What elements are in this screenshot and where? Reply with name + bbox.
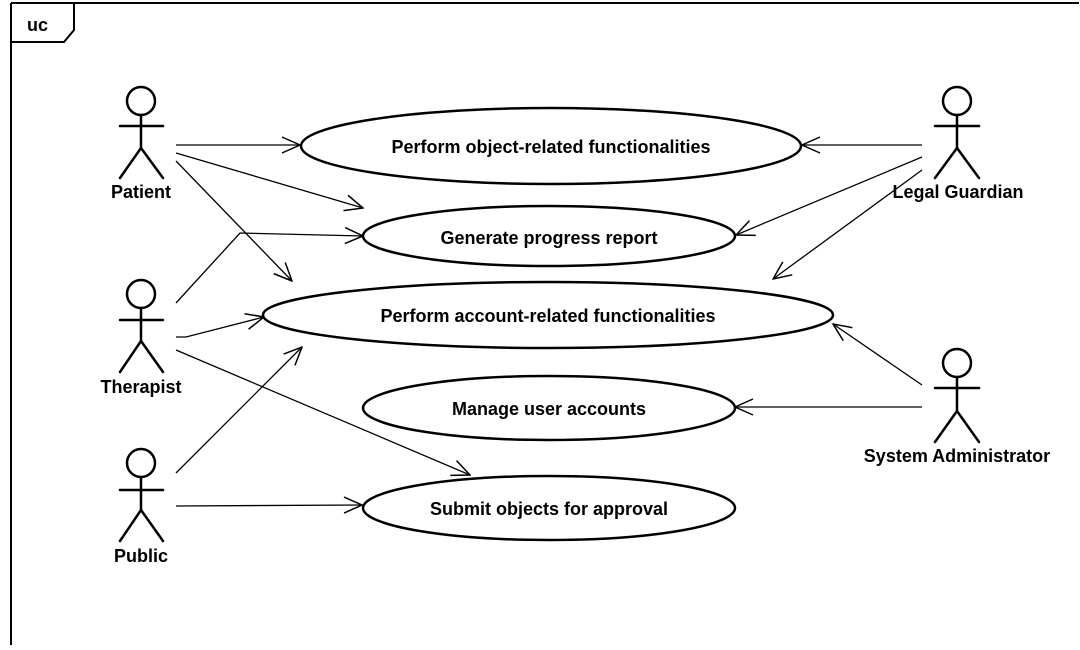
actor-system-administrator[interactable]: System Administrator (864, 347, 1050, 466)
actor-patient[interactable]: Patient (111, 85, 171, 202)
frame-label: uc (27, 15, 48, 35)
use-case-submit-objects[interactable]: Submit objects for approval (361, 474, 737, 542)
actor-therapist[interactable]: Therapist (100, 278, 182, 397)
actor-name: System Administrator (864, 446, 1050, 466)
use-case-progress-report[interactable]: Generate progress report (361, 204, 737, 268)
stick-figure-icon (118, 85, 165, 180)
use-case-label: Manage user accounts (452, 399, 646, 419)
associations (175, 145, 923, 506)
actor-name: Therapist (100, 377, 181, 397)
use-case-label: Submit objects for approval (430, 499, 668, 519)
actor-legal-guardian[interactable]: Legal Guardian (892, 85, 1024, 202)
use-case-account-related[interactable]: Perform account-related functionalities (261, 280, 835, 350)
association-patient-progress-report (175, 152, 363, 208)
stick-figure-icon (933, 347, 981, 444)
association-therapist-account-related (176, 317, 264, 338)
association-patient-account-related (175, 160, 292, 281)
use-case-label: Perform account-related functionalities (380, 306, 715, 326)
actor-public[interactable]: Public (114, 447, 168, 566)
actor-name: Public (114, 546, 168, 566)
association-therapist-progress-report (175, 233, 363, 304)
association-therapist-submit-objects (175, 349, 470, 475)
use-case-object-related[interactable]: Perform object-related functionalities (299, 106, 803, 186)
actor-name: Legal Guardian (892, 182, 1023, 202)
association-guardian-account-related (773, 169, 923, 279)
actor-name: Patient (111, 182, 171, 202)
frame-label-tab (11, 2, 75, 43)
use-case-label: Perform object-related functionalities (391, 137, 710, 157)
use-case-manage-accounts[interactable]: Manage user accounts (361, 374, 737, 442)
stick-figure-icon (118, 278, 165, 374)
stick-figure-icon (118, 447, 165, 543)
diagram-frame: uc (10, 2, 1079, 645)
association-public-account-related (175, 347, 302, 474)
stick-figure-icon (933, 85, 981, 180)
association-guardian-progress-report (736, 156, 923, 235)
use-case-label: Generate progress report (440, 228, 657, 248)
association-public-submit-objects (175, 505, 362, 506)
association-sysadmin-account-related (833, 324, 923, 386)
